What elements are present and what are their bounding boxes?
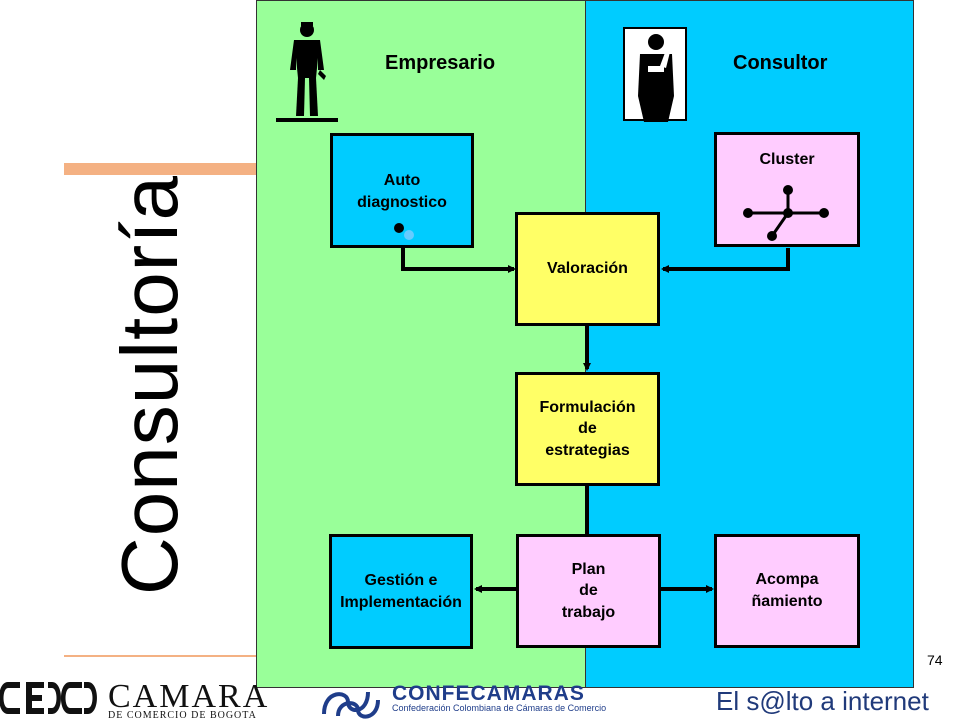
confecamaras-logo-text: CONFECAMARAS — [392, 682, 585, 705]
plan-label: Plan de trabajo — [561, 560, 616, 621]
camara-logo-icon — [0, 682, 97, 714]
formulacion-box: Formulación de estrategias — [515, 372, 660, 486]
consultor-heading: Consultor — [733, 52, 828, 74]
footer — [0, 688, 960, 720]
dots-icon — [394, 223, 414, 240]
gestion-label: Gestión e Implementación — [340, 571, 462, 611]
accent-line — [64, 655, 260, 657]
salto-internet-logo: El s@lto a internet — [716, 686, 929, 716]
consultant-thinking-icon — [623, 27, 687, 122]
confecamaras-logo-subtext: Confederación Colombiana de Cámaras de C… — [392, 703, 607, 713]
plan-box: Plan de trabajo — [516, 534, 661, 648]
camara-logo-text: CAMARA — [108, 678, 270, 715]
acompanamiento-label: Acompa ñamiento — [751, 571, 823, 610]
valoracion-label: Valoración — [547, 260, 628, 278]
cluster-label: Cluster — [759, 151, 815, 168]
empresario-heading: Empresario — [385, 52, 496, 74]
acompanamiento-box: Acompa ñamiento — [714, 534, 860, 648]
valoracion-box: Valoración — [515, 212, 660, 326]
cluster-network-icon — [743, 185, 829, 241]
arrow-cluster-to-valoracion — [661, 248, 790, 273]
gestion-box: Gestión e Implementación — [329, 534, 473, 649]
confecamaras-logo-icon — [322, 691, 380, 719]
arrow-auto-to-valoracion — [401, 248, 516, 273]
auto-diagnostico-label: Auto diagnostico — [357, 172, 447, 211]
accent-bar — [64, 163, 260, 175]
auto-diagnostico-box: Auto diagnostico — [330, 133, 474, 248]
camara-logo-subtext: DE COMERCIO DE BOGOTA — [108, 710, 257, 721]
businessman-standing-icon — [276, 22, 338, 122]
formulacion-label: Formulación de estrategias — [539, 398, 636, 459]
page-number: 74 — [927, 652, 943, 668]
